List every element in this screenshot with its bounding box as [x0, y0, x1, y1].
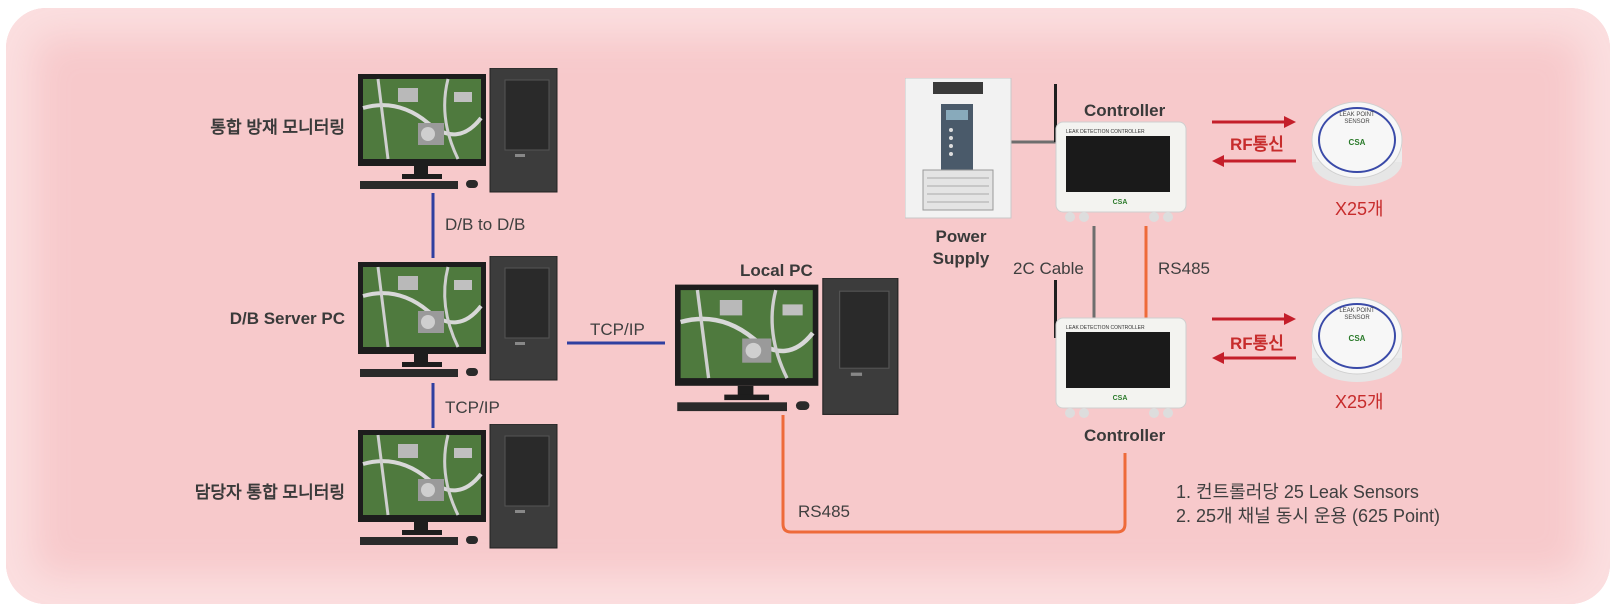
label-manager-monitoring: 담당자 통합 모니터링	[194, 483, 345, 502]
note-line-1: 1. 컨트롤러당 25 Leak Sensors	[1176, 482, 1419, 502]
label-count-top: X25개	[1335, 199, 1384, 219]
svg-text:SENSOR: SENSOR	[1344, 119, 1370, 125]
label-count-bottom: X25개	[1335, 392, 1384, 412]
svg-text:LEAK POINT: LEAK POINT	[1339, 112, 1375, 118]
link-line-rs485-bottom	[781, 415, 1127, 534]
controller-top-icon: LEAK DETECTION CONTROLLER CSA	[1054, 84, 1187, 222]
svg-text:CSA: CSA	[1113, 199, 1128, 206]
svg-text:CSA: CSA	[1349, 334, 1366, 343]
svg-text:SENSOR: SENSOR	[1344, 315, 1370, 321]
note-line-2: 2. 25개 채널 동시 운용 (625 Point)	[1176, 506, 1441, 526]
label-2c-cable: 2C Cable	[1013, 259, 1084, 278]
label-controller-top: Controller	[1084, 101, 1166, 120]
label-db-to-db: D/B to D/B	[445, 215, 526, 234]
leak-sensor-top-icon: LEAK POINT SENSOR CSA	[1311, 101, 1403, 186]
svg-text:LEAK DETECTION CONTROLLER: LEAK DETECTION CONTROLLER	[1066, 325, 1145, 331]
svg-text:CSA: CSA	[1349, 138, 1366, 147]
rf-arrows-bottom	[1212, 313, 1296, 364]
svg-text:LEAK DETECTION CONTROLLER: LEAK DETECTION CONTROLLER	[1066, 129, 1145, 135]
label-integrated-monitoring: 통합 방재 모니터링	[210, 118, 345, 137]
label-rf-top: RF통신	[1230, 135, 1284, 154]
svg-text:LEAK POINT: LEAK POINT	[1339, 308, 1375, 314]
label-local-pc: Local PC	[740, 261, 813, 280]
label-rs485-vertical: RS485	[1158, 259, 1210, 278]
label-controller-bottom: Controller	[1084, 426, 1166, 445]
label-rs485-bottom: RS485	[798, 502, 850, 521]
pc-bottom-icon	[358, 424, 558, 550]
pc-middle-icon	[358, 256, 558, 382]
label-tcpip-vertical: TCP/IP	[445, 398, 500, 417]
rf-arrows-top	[1212, 116, 1296, 167]
power-supply-icon	[905, 78, 1012, 219]
label-power-supply: Power Supply	[932, 227, 990, 268]
local-pc-icon	[675, 278, 905, 418]
label-tcpip-horizontal: TCP/IP	[590, 320, 645, 339]
leak-sensor-bottom-icon: LEAK POINT SENSOR CSA	[1311, 297, 1403, 382]
label-db-server-pc: D/B Server PC	[229, 309, 345, 328]
label-rf-bottom: RF통신	[1230, 334, 1284, 353]
controller-bottom-icon: LEAK DETECTION CONTROLLER CSA	[1054, 280, 1187, 418]
svg-text:CSA: CSA	[1113, 395, 1128, 402]
pc-top-icon	[358, 68, 558, 194]
